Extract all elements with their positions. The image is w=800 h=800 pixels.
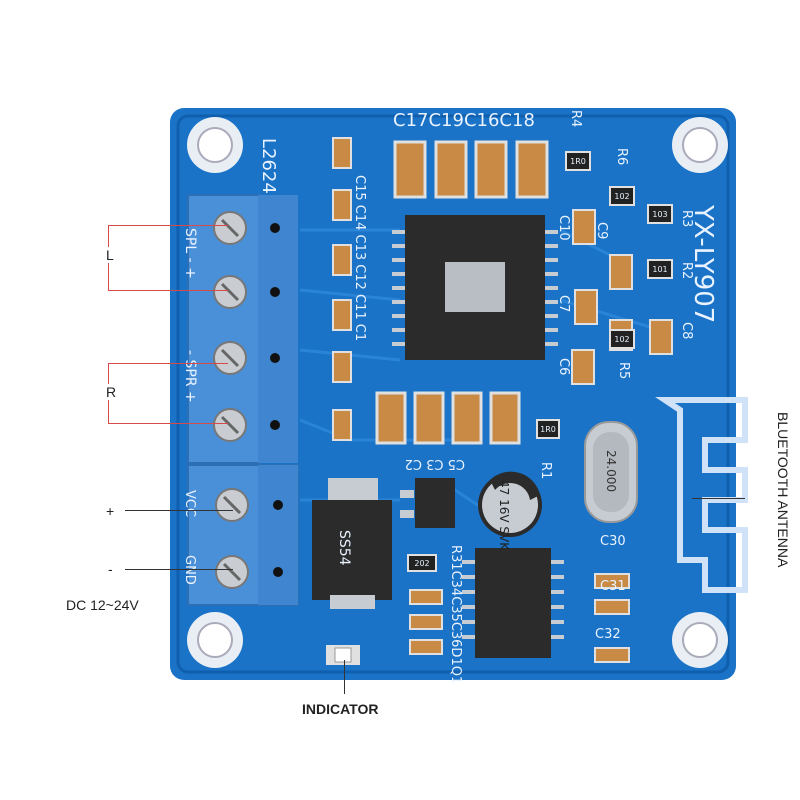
silk-c9: C9: [594, 222, 609, 239]
resistor-code: 1R0: [540, 425, 556, 434]
silk-r4: R4: [568, 110, 583, 127]
led-icon: [326, 645, 360, 665]
capacitor-icon: [332, 137, 673, 663]
silk-model: YX-LY907: [688, 204, 718, 323]
resistor-code: 1R0: [570, 157, 586, 166]
crystal-icon: [584, 421, 638, 523]
silk-crystal: 24.000: [604, 450, 618, 492]
label-minus: -: [108, 561, 113, 577]
mounting-hole-icon: [187, 117, 728, 668]
label-supply: DC 12~24V: [66, 597, 139, 613]
silk-bt-refs-2: C32: [595, 627, 621, 642]
silk-r5: R5: [616, 362, 631, 379]
leader-plus: [125, 510, 233, 511]
silk-r6: R6: [614, 148, 629, 165]
silk-c10: C10: [556, 215, 571, 241]
leader-r-bottom: [108, 423, 228, 424]
silk-spk-right: - SPR +: [182, 350, 198, 403]
screw-terminal-icon: [187, 194, 299, 606]
resistor-code: 103: [652, 210, 667, 219]
leader-antenna: [692, 498, 745, 499]
chip-icon: [392, 215, 558, 360]
label-plus: +: [106, 503, 115, 519]
silk-bt-refs-1: C31: [600, 579, 626, 594]
silk-vcc: VCC: [182, 490, 197, 517]
leader-l-top: [108, 225, 228, 226]
silk-bottom-caps: C5 C3 C2: [405, 456, 465, 471]
leader-r-top: [108, 363, 228, 364]
leader-indicator: [344, 660, 345, 694]
leader-minus: [125, 569, 233, 570]
label-indicator: INDICATOR: [302, 701, 379, 717]
silk-bt-refs-0: C30: [600, 534, 626, 549]
silk-c8: C8: [679, 322, 694, 339]
silk-spk-left: SPL - +: [182, 228, 198, 279]
resistor-code: 101: [652, 265, 667, 274]
silk-r1: R1: [538, 462, 553, 479]
silk-left-caps: C15 C14 C13 C12 C11 C1: [352, 175, 367, 341]
resistor-code: 102: [614, 192, 629, 201]
label-left-channel: L: [104, 247, 116, 263]
label-antenna: BLUETOOTH ANTENNA: [775, 412, 791, 568]
silk-electrolytic: 47 16V SVK: [497, 480, 511, 551]
silk-c7: C7: [556, 295, 571, 312]
silk-lower-refs: R31C34C35C36D1Q1: [448, 545, 463, 684]
silk-r3: R3: [679, 210, 694, 227]
silk-top-caps: C17C19C16C18: [393, 110, 535, 131]
silk-chip-ref: L2624: [258, 138, 279, 194]
resistor-code: 102: [614, 335, 629, 344]
resistor-code: 202: [414, 559, 429, 568]
silk-r2: R2: [679, 262, 694, 279]
silk-diode: SS54: [336, 530, 352, 566]
label-right-channel: R: [104, 384, 119, 400]
silk-c6: C6: [556, 358, 571, 375]
leader-l-bottom: [108, 290, 228, 291]
